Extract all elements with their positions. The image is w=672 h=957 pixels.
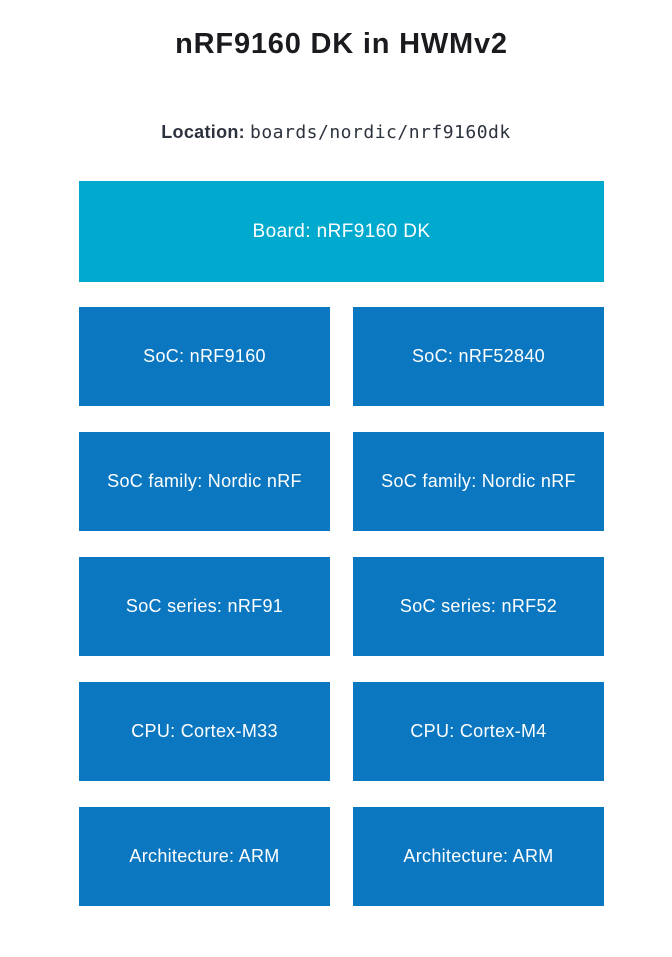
cpu-cortex-m4-box: CPU: Cortex-M4 xyxy=(353,682,604,781)
soc-series-nrf91-label: SoC series: nRF91 xyxy=(125,596,284,616)
soc-nrf9160-label: SoC: nRF9160 xyxy=(143,346,266,366)
location-label: Location: xyxy=(161,122,245,142)
architecture-left-label: Architecture: ARM xyxy=(129,846,280,866)
board-box-label: Board: nRF9160 DK xyxy=(252,220,431,242)
soc-family-left-label: SoC family: Nordic nRF xyxy=(107,471,302,491)
cpu-cortex-m33-box: CPU: Cortex-M33 xyxy=(79,682,330,781)
soc-nrf9160-box: SoC: nRF9160 xyxy=(79,307,330,406)
page-title: nRF9160 DK in HWMv2 xyxy=(175,28,508,60)
architecture-left-box: Architecture: ARM xyxy=(79,807,330,906)
cpu-cortex-m4-label: CPU: Cortex-M4 xyxy=(410,721,547,741)
soc-nrf52840-label: SoC: nRF52840 xyxy=(412,346,545,366)
soc-family-right-label: SoC family: Nordic nRF xyxy=(381,471,576,491)
soc-series-nrf91-box: SoC series: nRF91 xyxy=(79,557,330,656)
board-box: Board: nRF9160 DK xyxy=(79,181,604,282)
soc-family-right-box: SoC family: Nordic nRF xyxy=(353,432,604,531)
soc-series-nrf52-box: SoC series: nRF52 xyxy=(353,557,604,656)
architecture-right-label: Architecture: ARM xyxy=(403,846,554,866)
architecture-right-box: Architecture: ARM xyxy=(353,807,604,906)
soc-family-left-box: SoC family: Nordic nRF xyxy=(79,432,330,531)
soc-series-nrf52-label: SoC series: nRF52 xyxy=(399,596,558,616)
cpu-cortex-m33-label: CPU: Cortex-M33 xyxy=(131,721,278,741)
soc-grid: SoC: nRF9160 SoC: nRF52840 SoC family: N… xyxy=(79,307,604,906)
location-line: Location: boards/nordic/nrf9160dk xyxy=(0,122,672,143)
soc-nrf52840-box: SoC: nRF52840 xyxy=(353,307,604,406)
location-path: boards/nordic/nrf9160dk xyxy=(249,122,511,143)
